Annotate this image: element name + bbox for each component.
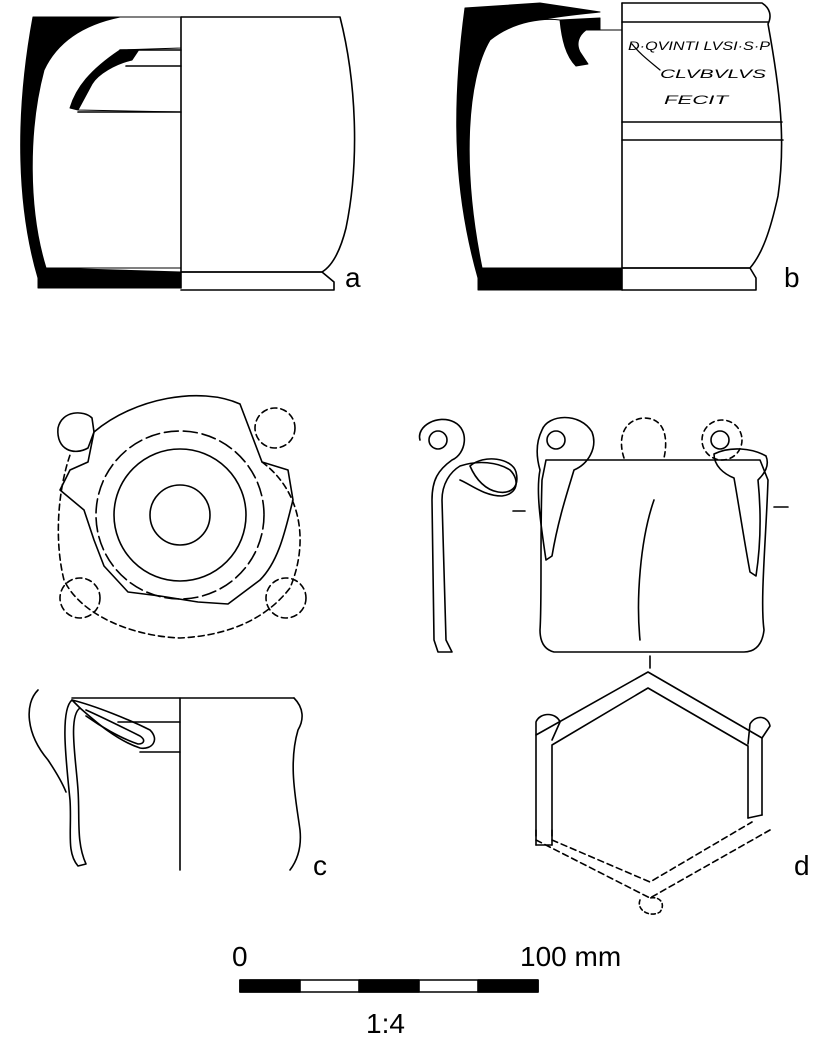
vessel-d-right-ring [710,430,730,450]
scale-end-label: 100 mm [520,941,622,972]
label-a: a [345,262,361,293]
vessel-d-right-ring-dashed [701,419,743,461]
label-c: c [313,850,327,881]
vessel-d-left-ring [546,430,566,450]
vessel-d-dashed-handle [620,417,667,459]
vessel-d-plan-dashed [551,821,753,883]
vessel-c-outer-hook [28,689,67,793]
vessel-a-inner [31,16,182,269]
vessel-a-profile [180,16,356,273]
vessel-d-seam [637,499,655,641]
vessel-c-lug-dashed [254,407,296,449]
vessel-c-centre-circle [149,484,211,546]
vessel-b-profile [621,2,783,269]
vessel-c-lug-dashed [59,577,101,619]
vessel-c-profile [289,697,303,871]
vessel-d-plan [535,671,771,915]
inscription-leader [631,43,661,71]
scale-start-label: 0 [232,941,248,972]
vessel-a-foot [180,271,335,291]
vessel-c-handle-inner [85,709,145,745]
vessel-b-inscription: D·QVINTI LVSI·S·P CLVBVLVS FECIT [628,39,770,107]
vessel-c-rim-circle [95,430,265,600]
vessel-d-plan-dashed [535,829,771,899]
vessel-c-wall [64,699,87,867]
inscription-line-2: CLVBVLVS [660,67,766,81]
vessel-c-plan-outline [59,394,294,605]
scale-bar-segment-black [358,979,420,993]
scale-bar-segment-black [239,979,301,993]
inscription-line-1: D·QVINTI LVSI·S·P [628,39,770,53]
vessel-d-loop [469,458,518,494]
vessel-b-inner [468,18,623,269]
vessel-c-reconstructed [57,454,301,639]
vessel-c-base-circle [113,448,247,582]
vessel-d-plan-lug [535,713,561,741]
vessel-d-side [418,416,789,669]
vessel-d-plan-outer [535,671,763,846]
vessel-c-plan [57,394,307,639]
vessel-c-handle [71,699,156,750]
scale-bar-segment-black [477,979,539,993]
vessel-b-foot [621,267,757,291]
vessel-d-body [539,459,769,653]
vessel-d-left-handle [536,416,595,561]
vessel-c-lug-dashed [265,577,307,619]
vessel-d-handle-ring [428,430,448,450]
vessel-d-plan-lug-dashed [638,896,664,915]
vessel-a [20,16,356,291]
vessel-c-section [28,689,303,871]
label-b: b [784,262,800,293]
vessel-c-handle-lug [57,412,95,453]
scale-ratio-label: 1:4 [366,1008,405,1039]
label-d: d [794,850,810,881]
scale-bar [239,979,539,993]
inscription-line-3: FECIT [664,93,731,107]
vessel-d-right-handle [713,448,769,577]
vessel-d-plan-end [747,814,763,819]
vessel-b: D·QVINTI LVSI·S·P CLVBVLVS FECIT [456,2,784,291]
vessel-d-plan-inner [551,687,749,846]
vessel-d-handle-profile [418,418,517,653]
vessel-d-plan-lug [747,716,771,745]
